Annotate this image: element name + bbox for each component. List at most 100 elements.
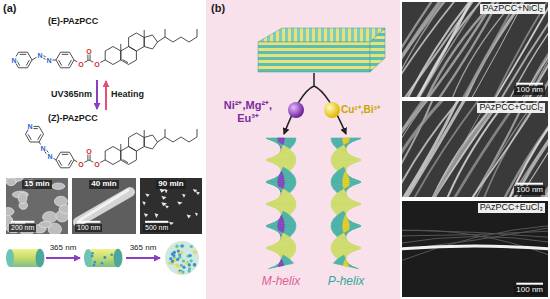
sem-image: 90 min500 nm [140, 178, 202, 234]
panel-letter: (a) [3, 2, 16, 15]
sem-fiber [402, 230, 548, 256]
cylinder-dot [91, 252, 94, 255]
sem-flake [193, 189, 198, 193]
scale-bar [77, 221, 100, 223]
sem-flake [142, 201, 146, 205]
branch-arrow [284, 86, 314, 134]
sphere-dot [180, 251, 183, 254]
helix-stripe [343, 224, 350, 226]
sem-fiber [470, 101, 527, 197]
cylinder-dot [101, 262, 104, 265]
ion-sphere [324, 102, 340, 118]
bond-line [38, 134, 41, 140]
cylinder-dot [104, 256, 107, 259]
sem-flake [145, 194, 149, 198]
helices [266, 138, 361, 269]
sem-texture [402, 201, 548, 297]
ring-bond [105, 47, 121, 65]
bond-line [20, 54, 26, 55]
sem-fiber [402, 2, 448, 97]
cylinder-end [36, 249, 44, 267]
ring-bond [144, 135, 157, 149]
image-title: PAzPCC+EuCl₃ [478, 203, 545, 213]
annotation-label: Heating [111, 89, 144, 99]
sphere-dot [182, 266, 185, 269]
annotation-label: 365 nm [50, 243, 77, 252]
sem-image: 15 min 200 nm [6, 178, 68, 234]
sem-fiber [402, 230, 548, 238]
image-title: 90 min [156, 180, 185, 189]
bond-line [62, 54, 68, 55]
sem-fiber [406, 2, 473, 97]
sem-fiber [513, 101, 548, 197]
sphere-dot [190, 245, 193, 248]
atom-symbol: O [77, 161, 84, 168]
sem-particle [59, 205, 68, 213]
cylinder-body [10, 249, 40, 267]
image-title: 15 min [22, 180, 51, 189]
sphere-dot [172, 254, 175, 257]
helix-segment [267, 175, 296, 181]
helix-segment [268, 260, 293, 269]
sem-flake [177, 201, 182, 204]
helix-segment [267, 241, 296, 247]
scale-label: 100 nm [514, 186, 545, 195]
image-title: 40 min [89, 180, 118, 189]
sem-fiber [415, 2, 473, 97]
bond-line [123, 160, 129, 163]
sem-texture [402, 2, 548, 97]
annotation-label: (Z)-PAzPCC [48, 113, 98, 123]
ring-bond [129, 33, 145, 51]
sem-flake [165, 205, 169, 208]
sem-fiber [402, 101, 462, 197]
side-chain [158, 37, 198, 42]
atom-symbol: O [85, 148, 92, 155]
sem-image: PAzPCC+CuCl₂100 nm [402, 101, 548, 197]
molecule-structure [26, 126, 198, 167]
helix-segment [331, 157, 361, 160]
sphere-dot [176, 264, 179, 267]
cylinder-dot [94, 261, 97, 264]
sem-image: PAzPCC+EuCl₃100 nm [402, 201, 548, 297]
sem-image: PAzPCC+NiCl₂100 nm [402, 2, 548, 97]
sphere-dot [180, 244, 183, 247]
helix-segment [266, 179, 296, 182]
sem-fiber [402, 101, 446, 197]
helix-segment [331, 223, 361, 226]
sem-fiber [499, 2, 548, 97]
sem-flake [182, 194, 186, 198]
sphere-dot [182, 259, 185, 262]
helix-segment [332, 219, 361, 225]
atom-symbol: N [36, 52, 43, 59]
sphere-dot [180, 264, 183, 267]
cylinder-body [88, 249, 118, 267]
helix-stripe [278, 263, 284, 266]
scale-bar [516, 183, 543, 185]
helix-segment [333, 260, 358, 269]
cylinder-dot [110, 253, 113, 256]
helix-segment [331, 201, 361, 204]
helix-segment [266, 157, 296, 160]
scale-bar [145, 221, 168, 223]
scale-label: 200 nm [9, 224, 36, 232]
cylinder-dot [93, 264, 96, 267]
sem-flake [187, 215, 192, 219]
sem-fiber [432, 101, 505, 197]
sphere-dot [168, 262, 171, 265]
side-chain [158, 137, 198, 142]
molecule-structure [14, 29, 197, 68]
scale-bar [516, 83, 543, 85]
image-title: PAzPCC+NiCl₂ [480, 4, 545, 14]
heating-arrow [105, 81, 107, 110]
sem-particle [39, 221, 51, 227]
ring-bond [105, 147, 121, 165]
uv-arrow [126, 257, 160, 259]
annotation-label: Ni²⁺,Mg²⁺, Eu³⁺ [212, 99, 284, 124]
cylinder-end [6, 249, 14, 267]
sem-flake [195, 213, 198, 217]
atom-symbol: N [39, 145, 46, 152]
sphere-dot [175, 245, 178, 248]
bond-line [144, 30, 145, 38]
sphere-dot [175, 246, 178, 249]
bond-line [68, 160, 71, 166]
